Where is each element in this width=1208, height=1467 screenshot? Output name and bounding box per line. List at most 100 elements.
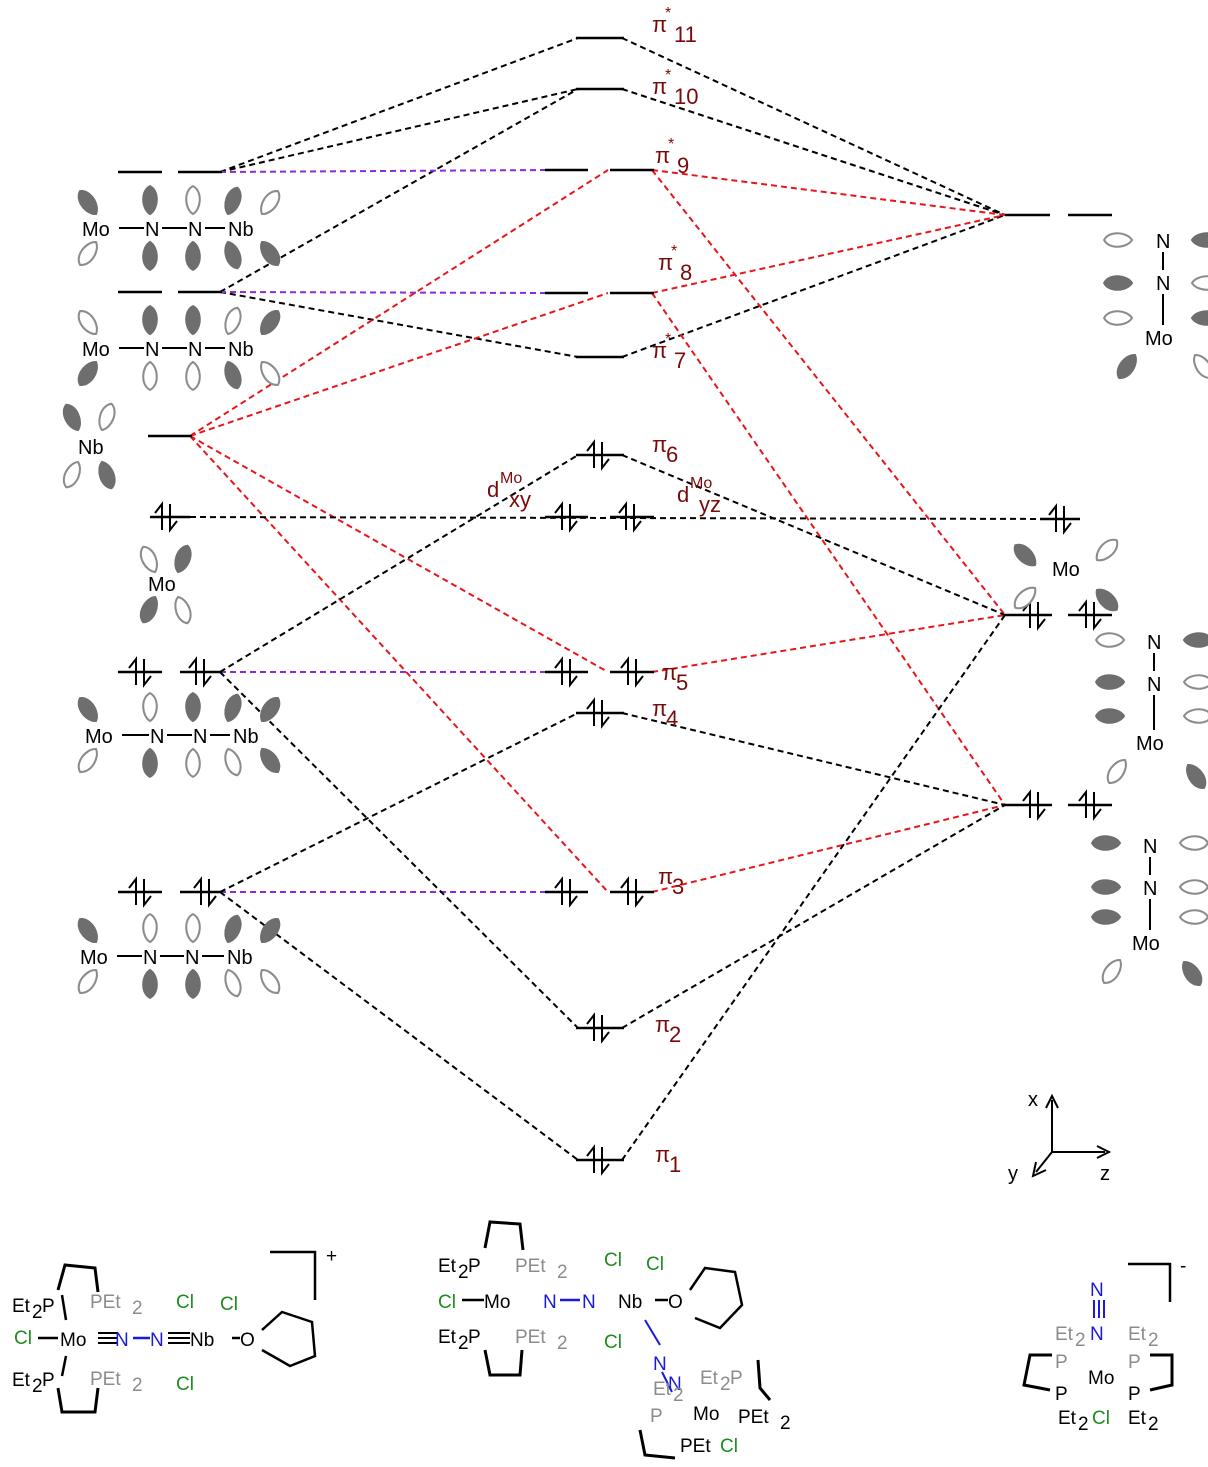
- electron-down-arrow: [1063, 506, 1072, 535]
- open-lobe: [185, 360, 201, 391]
- open-lobe: [136, 542, 163, 576]
- structure-label: N: [582, 1292, 596, 1313]
- correlation-line: [219, 88, 579, 173]
- correlation-line: [651, 169, 1006, 216]
- filled-lobe: [1190, 232, 1208, 248]
- structure-label: Cl: [604, 1250, 622, 1271]
- filled-lobe: [1009, 539, 1041, 571]
- filled-lobe: [142, 305, 158, 336]
- electron-up-arrow: [554, 656, 563, 685]
- structure-label: Cl: [646, 1254, 664, 1275]
- structure-label: P: [730, 1368, 743, 1389]
- open-lobe: [1103, 310, 1134, 326]
- electron-down-arrow: [1093, 602, 1102, 631]
- electron-up-arrow: [586, 697, 595, 726]
- correlation-line: [189, 169, 609, 437]
- structure-label: 2: [1148, 1414, 1159, 1435]
- mo-label-sub: 8: [680, 260, 692, 285]
- electron-down-arrow: [208, 879, 217, 908]
- open-lobe: [142, 913, 158, 944]
- structure-label: P: [1055, 1384, 1068, 1405]
- z-arrowhead: [1096, 1145, 1112, 1159]
- mo-label-sub: 2: [669, 1022, 681, 1047]
- electron-down-arrow: [601, 1147, 610, 1176]
- filled-lobe: [185, 305, 201, 336]
- axis-label-z: z: [1100, 1163, 1110, 1185]
- filled-lobe: [73, 357, 103, 390]
- open-lobe: [255, 965, 285, 998]
- filled-lobe: [142, 185, 158, 216]
- structure-label: Cl: [604, 1332, 622, 1353]
- open-lobe: [185, 185, 201, 216]
- atom-label-mo: Mo: [80, 947, 108, 969]
- open-lobe: [255, 357, 285, 390]
- mo-label-sub: 6: [666, 442, 678, 467]
- electron-down-arrow: [1037, 792, 1046, 821]
- atom-label-n: N: [1143, 878, 1157, 900]
- atom-label-n: N: [1156, 231, 1170, 253]
- structure-label: 2: [780, 1413, 791, 1434]
- electron-up-arrow: [1022, 789, 1031, 818]
- chelate-ring: [638, 1429, 676, 1460]
- filled-lobe: [220, 691, 245, 725]
- mo-label-sup: Mo: [500, 470, 522, 487]
- correlation-line: [219, 291, 579, 358]
- atom-label-nb: Nb: [233, 726, 259, 748]
- atom-label-n: N: [193, 726, 207, 748]
- structure-label: Et: [653, 1379, 672, 1400]
- open-lobe: [1178, 909, 1208, 925]
- electron-up-arrow: [128, 656, 137, 685]
- electron-down-arrow: [635, 879, 644, 908]
- electron-down-arrow: [143, 879, 152, 908]
- correlation-line: [651, 169, 1006, 616]
- atom-label-mo: Mo: [85, 726, 113, 748]
- electron-up-arrow: [154, 501, 163, 530]
- electron-down-arrow: [203, 659, 212, 688]
- structure-label: Et: [700, 1368, 719, 1389]
- filled-lobe: [59, 400, 86, 434]
- electron-up-arrow: [554, 501, 563, 530]
- filled-lobe: [220, 912, 245, 946]
- chelate-ring: [1149, 1353, 1174, 1392]
- mo-label-sub: 4: [666, 706, 678, 731]
- filled-lobe: [1103, 275, 1134, 291]
- x-arrowhead: [1045, 1093, 1059, 1109]
- structure-label: -: [1180, 1256, 1186, 1277]
- filled-lobe: [255, 914, 285, 947]
- filled-lobe: [255, 693, 285, 726]
- structure-label: Nb: [618, 1292, 642, 1313]
- chelate-ring: [1022, 1353, 1052, 1392]
- structure-label: 2: [720, 1374, 731, 1395]
- structure-label: O: [668, 1292, 683, 1313]
- atom-label-n: N: [185, 947, 199, 969]
- structure-bond: [60, 1355, 68, 1377]
- structure-label: P: [468, 1327, 481, 1348]
- open-lobe: [73, 306, 103, 339]
- electron-down-arrow: [1093, 792, 1102, 821]
- electron-down-arrow: [569, 504, 578, 533]
- energy-levels: [118, 36, 1112, 1162]
- structure-label: PEt: [680, 1436, 711, 1457]
- open-lobe: [59, 458, 86, 492]
- structure-label: P: [1128, 1384, 1141, 1405]
- open-lobe: [94, 400, 119, 434]
- structure-label: Mo: [693, 1404, 719, 1425]
- structure-label: 2: [132, 1375, 143, 1396]
- atom-label-mo: Mo: [1132, 933, 1160, 955]
- structure-label: 2: [673, 1385, 684, 1406]
- filled-lobe: [255, 744, 285, 777]
- mo-label-sub: 5: [676, 670, 688, 695]
- open-lobe: [1103, 232, 1134, 248]
- structure-label: Cl: [220, 1294, 238, 1315]
- structure-label: Mo: [60, 1330, 86, 1351]
- electron-down-arrow: [601, 1015, 610, 1044]
- atom-label-n: N: [150, 726, 164, 748]
- orbital-lobes: [59, 184, 1208, 1000]
- open-lobe: [185, 913, 201, 944]
- bracket: [270, 1250, 317, 1300]
- electron-up-arrow: [618, 501, 627, 530]
- correlation-line: [651, 614, 1006, 673]
- mo-label-sub: 11: [674, 22, 697, 47]
